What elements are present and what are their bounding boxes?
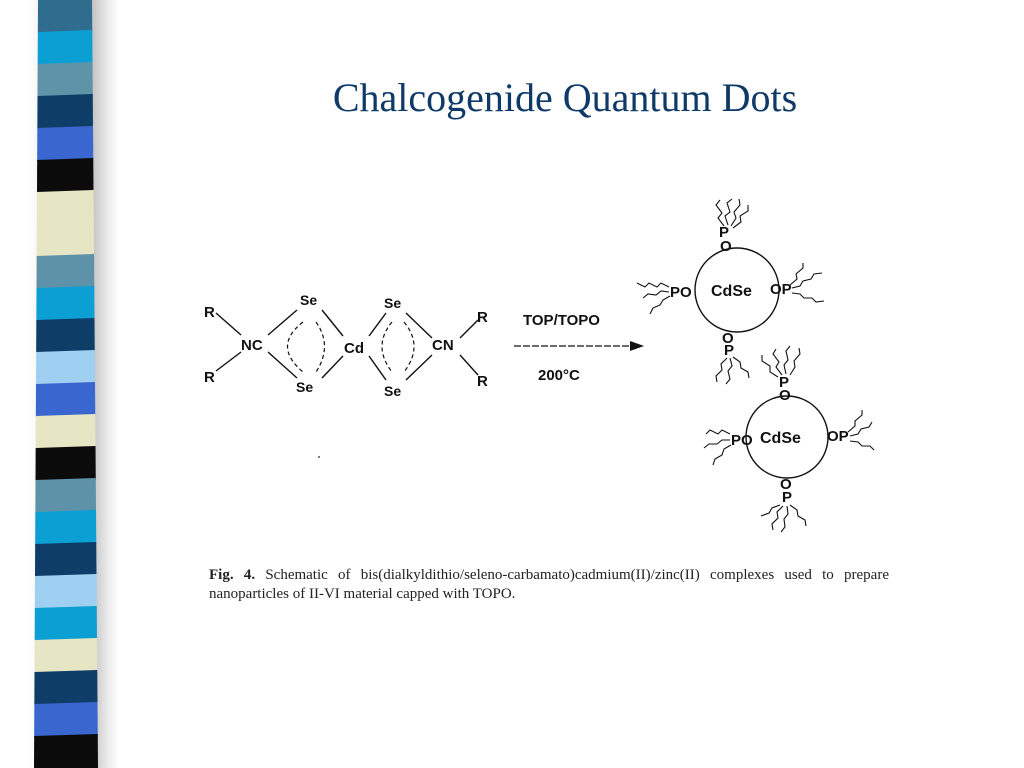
- delocalization-arcs: [287, 321, 415, 373]
- o-label-lower-top: O: [779, 387, 791, 404]
- strip-block: [34, 702, 98, 737]
- po-label-upper: PO: [670, 284, 692, 301]
- strip-block: [34, 574, 97, 609]
- p-label-upper-top: P: [719, 224, 729, 241]
- strip-block: [35, 510, 97, 545]
- op-label-lower: OP: [827, 428, 849, 445]
- label-se-bottom-left: Se: [296, 379, 313, 395]
- strip-block: [36, 350, 95, 385]
- p-label-upper-bottom: P: [724, 342, 734, 359]
- figure-caption-text: Schematic of bis(dialkyldithio/seleno-ca…: [209, 567, 889, 602]
- strip-block: [37, 126, 94, 161]
- figure-caption: Fig. 4. Schematic of bis(dialkyldithio/s…: [209, 566, 889, 604]
- label-r-bottom-left: R: [204, 369, 215, 386]
- p-label-lower-bottom: P: [782, 489, 792, 506]
- strip-block: [36, 318, 95, 353]
- reagent-label: TOP/TOPO: [523, 312, 600, 329]
- slide-title: Chalcogenide Quantum Dots: [332, 75, 798, 120]
- strip-block: [34, 734, 98, 768]
- po-label-lower: PO: [731, 432, 753, 449]
- label-se-top-right: Se: [384, 295, 401, 311]
- strip-block: [36, 286, 95, 321]
- strip-block: [37, 30, 93, 65]
- label-cn: CN: [432, 337, 454, 354]
- reaction-scheme-diagram: R R NC Se Se Cd Se Se CN R R TOP/TOPO 20…: [204, 198, 875, 533]
- label-se-bottom-right: Se: [384, 383, 401, 399]
- strip-block: [37, 62, 93, 97]
- o-label-upper-bottom: O: [722, 330, 734, 347]
- strip-block: [36, 254, 95, 289]
- strip-block: [37, 158, 94, 193]
- strip-block: [34, 606, 97, 641]
- op-label-upper: OP: [770, 281, 792, 298]
- core-label-lower: CdSe: [760, 430, 801, 447]
- strip-block: [36, 222, 94, 257]
- strip-block: [35, 542, 97, 577]
- label-r-top-right: R: [477, 309, 488, 326]
- strip-block: [35, 414, 96, 449]
- stray-dot: [318, 456, 320, 458]
- strip-block: [36, 190, 94, 225]
- o-label-upper-top: O: [720, 238, 732, 255]
- strip-block: [35, 382, 96, 417]
- quantum-dot-upper: CdSe PO OP P O O P: [636, 198, 825, 385]
- label-se-top-left: Se: [300, 292, 317, 308]
- figure-label: Fig. 4.: [209, 567, 256, 583]
- strip-block: [37, 0, 93, 33]
- strip-block: [34, 670, 98, 705]
- complex-bonds: [215, 309, 479, 381]
- decorative-color-strip: [34, 0, 98, 768]
- strip-block: [35, 478, 96, 513]
- core-label-upper: CdSe: [711, 283, 752, 300]
- quantum-dot-lower: CdSe PO OP P O O P: [703, 345, 875, 533]
- label-cd: Cd: [344, 340, 364, 357]
- label-nc: NC: [241, 337, 263, 354]
- temperature-label: 200°C: [538, 367, 580, 384]
- p-label-lower-top: P: [779, 374, 789, 391]
- strip-block: [34, 638, 98, 673]
- o-label-lower-bottom: O: [780, 476, 792, 493]
- reaction-arrow: [514, 341, 644, 351]
- strip-block: [37, 94, 93, 129]
- label-r-bottom-right: R: [477, 373, 488, 390]
- label-r-top-left: R: [204, 304, 215, 321]
- strip-block: [35, 446, 96, 481]
